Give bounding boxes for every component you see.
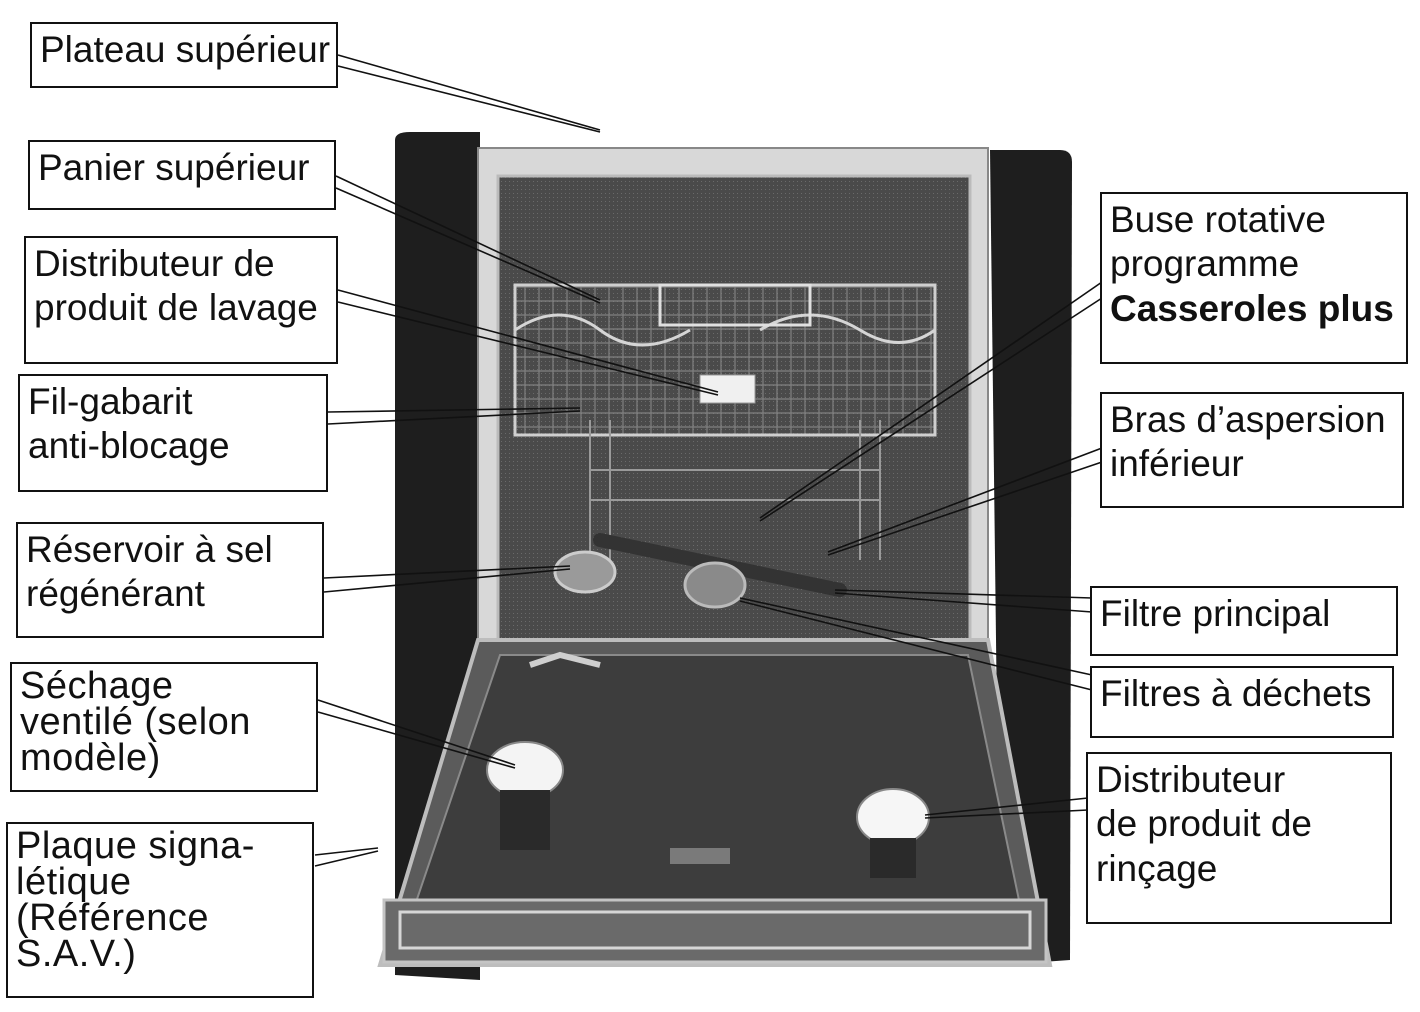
drying-vent-shape	[486, 741, 564, 799]
label-sechage-ventile: Séchage ventilé (selon modèle)	[10, 662, 318, 792]
filters-shape	[683, 561, 747, 609]
salt-reservoir-shape	[553, 550, 617, 594]
label-reservoir-sel: Réservoir à sel régénérant	[16, 522, 324, 638]
label-filtre-principal: Filtre principal	[1090, 586, 1398, 656]
lower-rack	[589, 420, 881, 560]
label-filtres-dechets: Filtres à déchets	[1090, 666, 1394, 738]
label-plateau-superieur: Plateau supérieur	[30, 22, 338, 88]
label-bras-aspersion: Bras d’aspersion inférieur	[1100, 392, 1404, 508]
label-fil-gabarit: Fil-gabarit anti-blocage	[18, 374, 328, 492]
rinse-aid-dispenser-shape	[856, 788, 930, 846]
label-distributeur-rincage: Distributeur de produit de rinçage	[1086, 752, 1392, 924]
upper-basket	[513, 283, 937, 437]
label-plaque-signaletique: Plaque signa- létique (Référence S.A.V.)	[6, 822, 314, 998]
label-distributeur-lavage: Distributeur de produit de lavage	[24, 236, 338, 364]
label-buse-rotative: Buse rotative programme Casseroles plus	[1100, 192, 1408, 364]
label-panier-superieur: Panier supérieur	[28, 140, 336, 210]
leader-lines	[314, 54, 1103, 867]
